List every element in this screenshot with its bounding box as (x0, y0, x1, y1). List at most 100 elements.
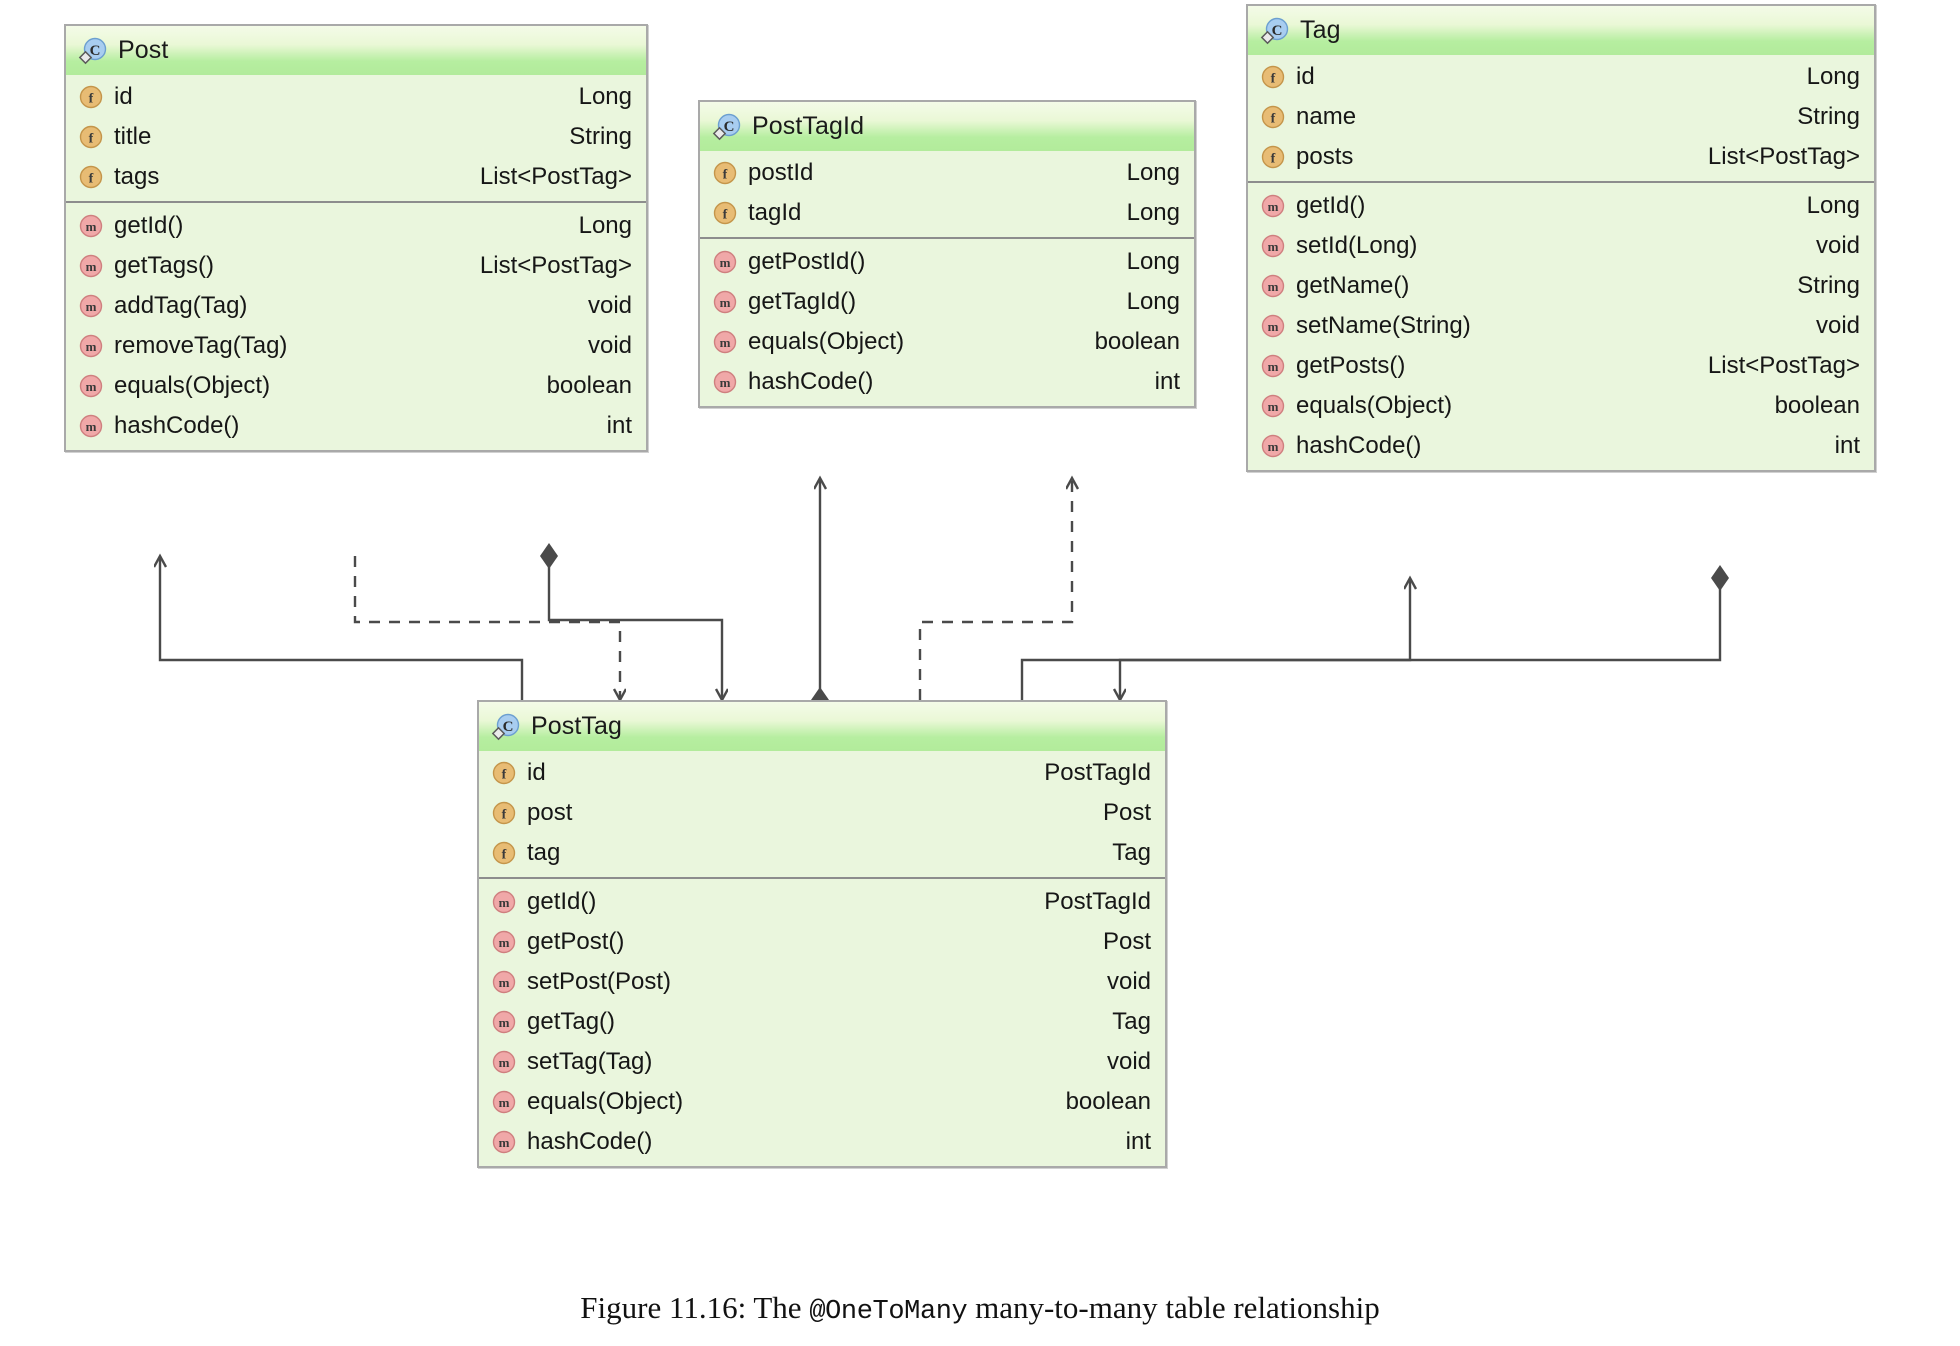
method-row[interactable]: m equals(Object) boolean (1248, 386, 1874, 426)
svg-text:m: m (499, 1135, 510, 1150)
method-name: equals(Object) (527, 1088, 684, 1115)
field-row[interactable]: f post Post (479, 793, 1165, 833)
field-type: Long (1126, 199, 1180, 226)
method-row[interactable]: m getPostId() Long (700, 242, 1194, 282)
field-name: tagId (748, 199, 802, 226)
method-type: void (1815, 232, 1860, 259)
field-row[interactable]: f id PostTagId (479, 753, 1165, 793)
field-row[interactable]: f tagId Long (700, 193, 1194, 233)
fields-section-posttag: f id PostTagId f post Post f tag Tag (479, 751, 1165, 877)
field-icon: f (78, 84, 104, 110)
svg-text:f: f (723, 168, 728, 183)
method-icon: m (491, 969, 517, 995)
method-row[interactable]: m equals(Object) boolean (479, 1082, 1165, 1122)
svg-text:m: m (720, 335, 731, 350)
svg-text:f: f (89, 172, 94, 187)
svg-text:m: m (86, 339, 97, 354)
method-row[interactable]: m getPost() Post (479, 922, 1165, 962)
field-icon: f (491, 840, 517, 866)
method-row[interactable]: m setId(Long) void (1248, 226, 1874, 266)
svg-text:m: m (1268, 439, 1279, 454)
method-name: hashCode() (527, 1128, 653, 1155)
method-name: setTag(Tag) (527, 1048, 653, 1075)
field-row[interactable]: f postId Long (700, 153, 1194, 193)
method-row[interactable]: m setName(String) void (1248, 306, 1874, 346)
method-row[interactable]: m getTagId() Long (700, 282, 1194, 322)
method-type: Post (1102, 928, 1151, 955)
method-row[interactable]: m getName() String (1248, 266, 1874, 306)
class-header-post: C Post (66, 26, 646, 75)
uml-class-posttag[interactable]: C PostTag f id PostTagId f post Post f t… (477, 700, 1167, 1168)
method-row[interactable]: m hashCode() int (1248, 426, 1874, 466)
method-row[interactable]: m hashCode() int (66, 406, 646, 446)
svg-text:f: f (502, 768, 507, 783)
uml-class-posttagid[interactable]: C PostTagId f postId Long f tagId Long m… (698, 100, 1196, 408)
field-row[interactable]: f id Long (1248, 57, 1874, 97)
method-type: int (606, 412, 632, 439)
uml-class-tag[interactable]: C Tag f id Long f name String f posts Li… (1246, 4, 1876, 472)
fields-section-tag: f id Long f name String f posts List<Pos… (1248, 55, 1874, 181)
method-type: boolean (1065, 1088, 1151, 1115)
method-icon: m (712, 369, 738, 395)
method-row[interactable]: m hashCode() int (479, 1122, 1165, 1162)
method-row[interactable]: m getId() Long (66, 206, 646, 246)
method-type: boolean (1774, 392, 1860, 419)
class-name-tag: Tag (1300, 16, 1341, 44)
class-icon: C (712, 112, 742, 142)
svg-text:C: C (724, 119, 735, 135)
field-type: List<PostTag> (479, 163, 632, 190)
method-row[interactable]: m getTag() Tag (479, 1002, 1165, 1042)
method-row[interactable]: m hashCode() int (700, 362, 1194, 402)
method-row[interactable]: m getTags() List<PostTag> (66, 246, 646, 286)
class-icon: C (491, 712, 521, 742)
field-row[interactable]: f posts List<PostTag> (1248, 137, 1874, 177)
edge-posttag-to-post (160, 556, 524, 700)
method-name: equals(Object) (748, 328, 905, 355)
method-icon: m (78, 373, 104, 399)
method-row[interactable]: m equals(Object) boolean (66, 366, 646, 406)
method-name: hashCode() (748, 368, 874, 395)
method-name: addTag(Tag) (114, 292, 248, 319)
field-name: name (1296, 103, 1357, 130)
svg-text:m: m (1268, 279, 1279, 294)
field-type: Post (1102, 799, 1151, 826)
field-row[interactable]: f title String (66, 117, 646, 157)
field-icon: f (712, 160, 738, 186)
uml-class-post[interactable]: C Post f id Long f title String f tags L… (64, 24, 648, 452)
class-name-post: Post (118, 36, 169, 64)
method-name: getTag() (527, 1008, 616, 1035)
method-name: hashCode() (1296, 432, 1422, 459)
method-type: Long (1126, 248, 1180, 275)
method-row[interactable]: m setPost(Post) void (479, 962, 1165, 1002)
figure-caption: Figure 11.16: The @OneToMany many-to-man… (0, 1290, 1960, 1327)
field-row[interactable]: f id Long (66, 77, 646, 117)
method-row[interactable]: m getPosts() List<PostTag> (1248, 346, 1874, 386)
field-row[interactable]: f tag Tag (479, 833, 1165, 873)
class-header-tag: C Tag (1248, 6, 1874, 55)
method-row[interactable]: m addTag(Tag) void (66, 286, 646, 326)
svg-text:m: m (720, 255, 731, 270)
method-row[interactable]: m setTag(Tag) void (479, 1042, 1165, 1082)
method-row[interactable]: m equals(Object) boolean (700, 322, 1194, 362)
field-row[interactable]: f tags List<PostTag> (66, 157, 646, 197)
svg-text:C: C (90, 43, 101, 59)
svg-text:f: f (502, 848, 507, 863)
field-name: post (527, 799, 573, 826)
class-name-posttagid: PostTagId (752, 112, 865, 140)
field-type: PostTagId (1044, 759, 1151, 786)
method-icon: m (491, 1049, 517, 1075)
method-type: List<PostTag> (1707, 352, 1860, 379)
method-row[interactable]: m removeTag(Tag) void (66, 326, 646, 366)
method-name: removeTag(Tag) (114, 332, 288, 359)
method-type: Tag (1112, 1008, 1151, 1035)
method-icon: m (1260, 193, 1286, 219)
field-type: List<PostTag> (1707, 143, 1860, 170)
method-icon: m (1260, 353, 1286, 379)
edge-posttag-to-posttagid-dashed (918, 478, 1072, 700)
svg-text:f: f (723, 208, 728, 223)
method-row[interactable]: m getId() Long (1248, 186, 1874, 226)
field-row[interactable]: f name String (1248, 97, 1874, 137)
method-icon: m (78, 253, 104, 279)
field-icon: f (491, 760, 517, 786)
method-row[interactable]: m getId() PostTagId (479, 882, 1165, 922)
